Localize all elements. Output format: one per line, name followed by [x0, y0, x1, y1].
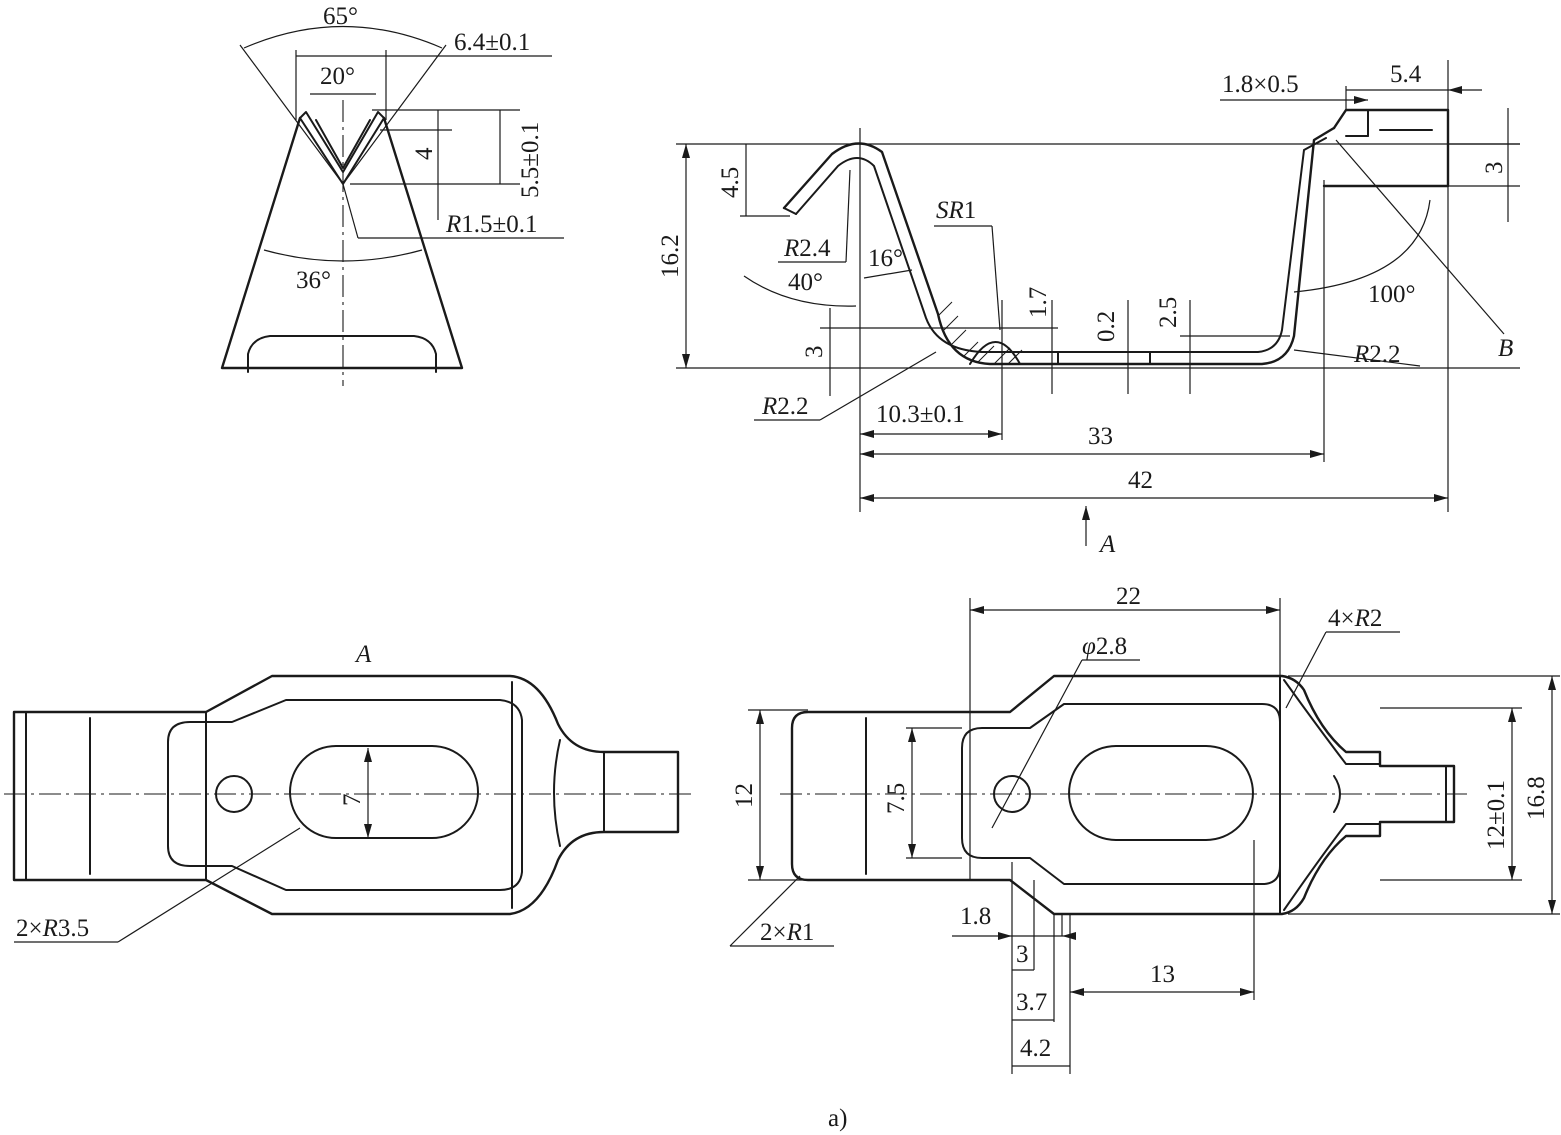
top-view-dim-lines: [729, 598, 1560, 1074]
top-view-corner-radius-value: 2: [1370, 605, 1383, 632]
figure-caption: a): [828, 1105, 847, 1132]
front-view-dim-total-length: 42: [1128, 467, 1153, 494]
end-view-dim-depth: 4: [411, 147, 438, 160]
front-view-dim-tab-length: 5.4: [1390, 61, 1422, 88]
top-view-edge-radius-symbol: R: [786, 919, 802, 946]
front-view-dim-chamfer: 1.8×0.5: [1222, 71, 1299, 98]
top-view-dim-length-22: 22: [1116, 583, 1141, 610]
top-view: 22 4×R2 φ2.8 12 7.5 12±0.1 16.8 2×R1 1.8…: [729, 583, 1560, 1074]
view-a-dim-slot-width: 7: [339, 794, 366, 807]
front-view-dim-hook-radius: R2.4: [783, 235, 831, 262]
front-view-dim-sphere-radius: SR1: [936, 197, 976, 224]
front-view-detail-b: B: [1498, 335, 1513, 362]
front-view-dim-angle-40: 40°: [788, 269, 823, 296]
top-view-dim-tab-width: 12±0.1: [1483, 780, 1510, 850]
top-view-dim-edge-radius: 2×R1: [760, 919, 814, 946]
front-view-bend-radius-right-symbol: R: [1353, 341, 1369, 368]
front-view-dim-angle-16: 16°: [868, 245, 903, 272]
front-view-hook-radius-symbol: R: [783, 235, 799, 262]
end-view-dim-width: 6.4±0.1: [454, 29, 530, 56]
front-view-dim-bend-radius-left: R2.2: [761, 393, 809, 420]
top-view-dim-total-width: 16.8: [1523, 776, 1550, 820]
front-view-dim-rise: 2.5: [1155, 297, 1182, 328]
top-view-hole-dia-symbol: φ: [1082, 633, 1096, 660]
end-view-radius-value: 1.5±0.1: [461, 211, 537, 238]
top-view-dim-corner-radius: 4×R2: [1328, 605, 1382, 632]
top-view-dim-width-7-5: 7.5: [883, 783, 910, 814]
front-view-dim-bump-height: 1.7: [1025, 287, 1052, 318]
top-view-edge-radius-count: 2×: [760, 919, 787, 946]
end-view-dim-lines: [239, 25, 564, 262]
front-view-bend-radius-right-value: 2.2: [1369, 341, 1400, 368]
front-view-dim-inner-length: 33: [1088, 423, 1113, 450]
view-a-title: A: [354, 641, 372, 668]
top-view-dim-4-2: 4.2: [1020, 1035, 1051, 1062]
front-view-dim-bend-radius-right: R2.2: [1353, 341, 1401, 368]
end-view-dim-angle-65: 65°: [323, 3, 358, 30]
top-view-dim-hole-dia: φ2.8: [1082, 633, 1127, 660]
front-view-dim-total-height: 16.2: [657, 234, 684, 278]
end-view-radius-symbol: R: [445, 211, 461, 238]
front-view-view-arrow-label: A: [1098, 531, 1116, 558]
view-a: A 7 2×R3.5: [4, 641, 696, 943]
top-view-dim-3-7: 3.7: [1016, 989, 1047, 1016]
end-view-outline: [220, 111, 464, 373]
view-a-corner-radius-count: 2×: [16, 915, 43, 942]
front-view-dim-base-height: 3: [801, 346, 828, 359]
view-a-outline: [12, 674, 680, 916]
top-view-dim-13: 13: [1150, 961, 1175, 988]
end-view-dim-radius: R1.5±0.1: [445, 211, 538, 238]
front-view: 16.2 4.5 R2.4 40° 16° SR1 1.7 0.2 2.5 3 …: [657, 60, 1520, 558]
front-view-dim-lines: [676, 60, 1520, 546]
view-a-dim-lines: [14, 748, 372, 943]
top-view-hole-dia-value: 2.8: [1096, 633, 1127, 660]
top-view-corner-radius-count: 4×: [1328, 605, 1355, 632]
front-view-hatching: [937, 301, 1023, 365]
end-view-dim-height: 5.5±0.1: [517, 122, 544, 198]
front-view-sphere-radius-value: 1: [964, 197, 977, 224]
front-view-bend-radius-left-value: 2.2: [777, 393, 808, 420]
view-a-corner-radius-value: 3.5: [58, 915, 89, 942]
front-view-hook-radius-value: 2.4: [799, 235, 831, 262]
top-view-dim-width-12: 12: [731, 783, 758, 808]
front-view-dim-angle-100: 100°: [1368, 281, 1416, 308]
front-view-bend-radius-left-symbol: R: [761, 393, 777, 420]
view-a-corner-radius-symbol: R: [42, 915, 58, 942]
top-view-outline: [790, 674, 1456, 916]
front-view-dim-tab-height: 3: [1481, 162, 1508, 175]
end-view: 65° 6.4±0.1 20° 4 5.5±0.1 R1.5±0.1 36°: [220, 3, 564, 386]
front-view-dim-offset: 10.3±0.1: [876, 401, 965, 428]
view-a-dim-corner-radius: 2×R3.5: [16, 915, 89, 942]
end-view-dim-angle-20: 20°: [320, 63, 355, 90]
top-view-corner-radius-symbol: R: [1354, 605, 1370, 632]
top-view-edge-radius-value: 1: [802, 919, 815, 946]
front-view-dim-hook-height: 4.5: [717, 167, 744, 198]
front-view-dim-step: 0.2: [1093, 311, 1120, 342]
top-view-dim-1-8: 1.8: [960, 903, 991, 930]
front-view-arrows: [682, 86, 1462, 520]
front-view-sphere-radius-symbol: SR: [936, 197, 964, 224]
top-view-dim-3: 3: [1016, 941, 1029, 968]
end-view-dim-angle-36: 36°: [296, 267, 331, 294]
